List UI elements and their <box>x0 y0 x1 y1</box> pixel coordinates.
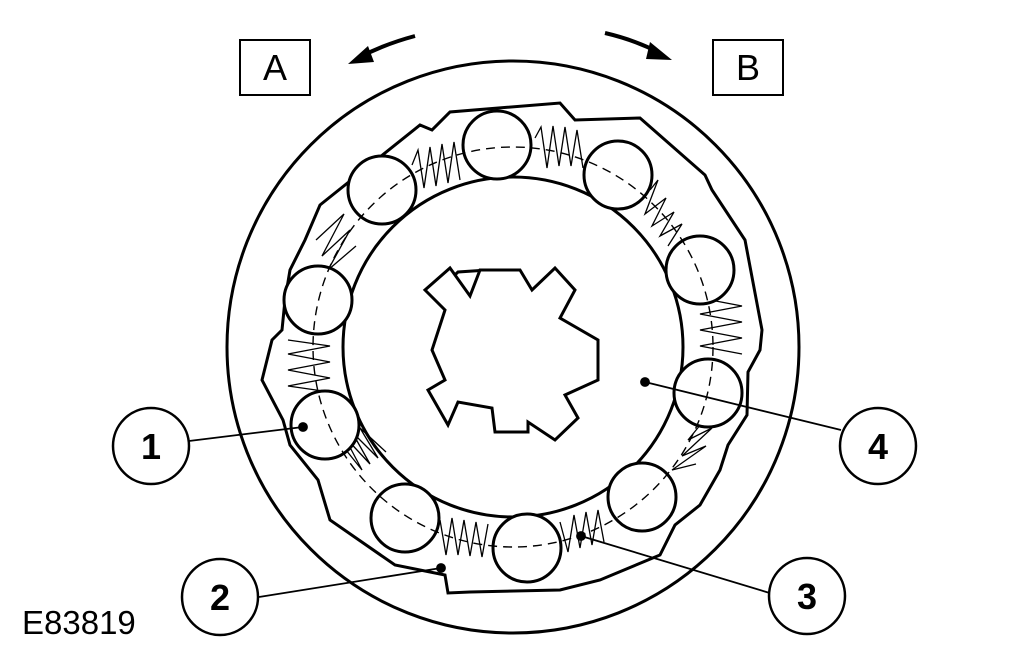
spring <box>337 427 387 471</box>
callout-label-1: 1 <box>141 426 161 467</box>
arrow-b-head <box>646 42 672 60</box>
spring <box>411 141 461 189</box>
spring <box>534 124 584 169</box>
roller-cage <box>260 101 764 595</box>
leader-2 <box>258 567 442 598</box>
leader-3-dot <box>576 531 586 541</box>
spring <box>315 213 357 271</box>
outer-ring <box>225 59 801 635</box>
callout-circle-3 <box>767 556 847 636</box>
spring <box>439 517 489 558</box>
direction-label-b: B <box>736 47 760 88</box>
callout-label-2: 2 <box>210 577 230 618</box>
roller <box>582 139 654 211</box>
roller <box>461 109 533 181</box>
roller <box>369 482 441 554</box>
leader-1-dot <box>298 422 308 432</box>
rollers <box>282 109 744 584</box>
callout-circle-4 <box>838 406 918 486</box>
figure-id: E83819 <box>22 604 136 641</box>
roller <box>289 389 361 461</box>
arrow-b <box>604 31 672 60</box>
callout-circle-2 <box>180 557 260 637</box>
spring <box>699 297 743 355</box>
roller <box>606 461 678 533</box>
direction-label-a: A <box>263 47 287 88</box>
leader-1 <box>188 426 304 442</box>
spline-hole <box>422 265 600 442</box>
dashed-track-circle <box>312 146 714 548</box>
arrow-a <box>348 34 416 64</box>
leader-4-dot <box>640 377 650 387</box>
roller <box>664 234 736 306</box>
direction-box-a <box>239 39 311 96</box>
leader-lines <box>188 377 842 598</box>
leader-3 <box>580 535 774 595</box>
callout-label-4: 4 <box>868 426 888 467</box>
spring <box>643 179 683 247</box>
spring <box>559 509 605 553</box>
direction-box-b <box>712 39 784 96</box>
leader-2-dot <box>436 563 446 573</box>
callout-circle-1 <box>111 406 191 486</box>
callout-label-3: 3 <box>797 576 817 617</box>
leader-4 <box>644 381 842 431</box>
dashed-track <box>312 146 714 548</box>
roller <box>346 154 418 226</box>
roller <box>491 512 563 584</box>
spring <box>287 339 331 393</box>
arrow-a-head <box>348 46 374 64</box>
